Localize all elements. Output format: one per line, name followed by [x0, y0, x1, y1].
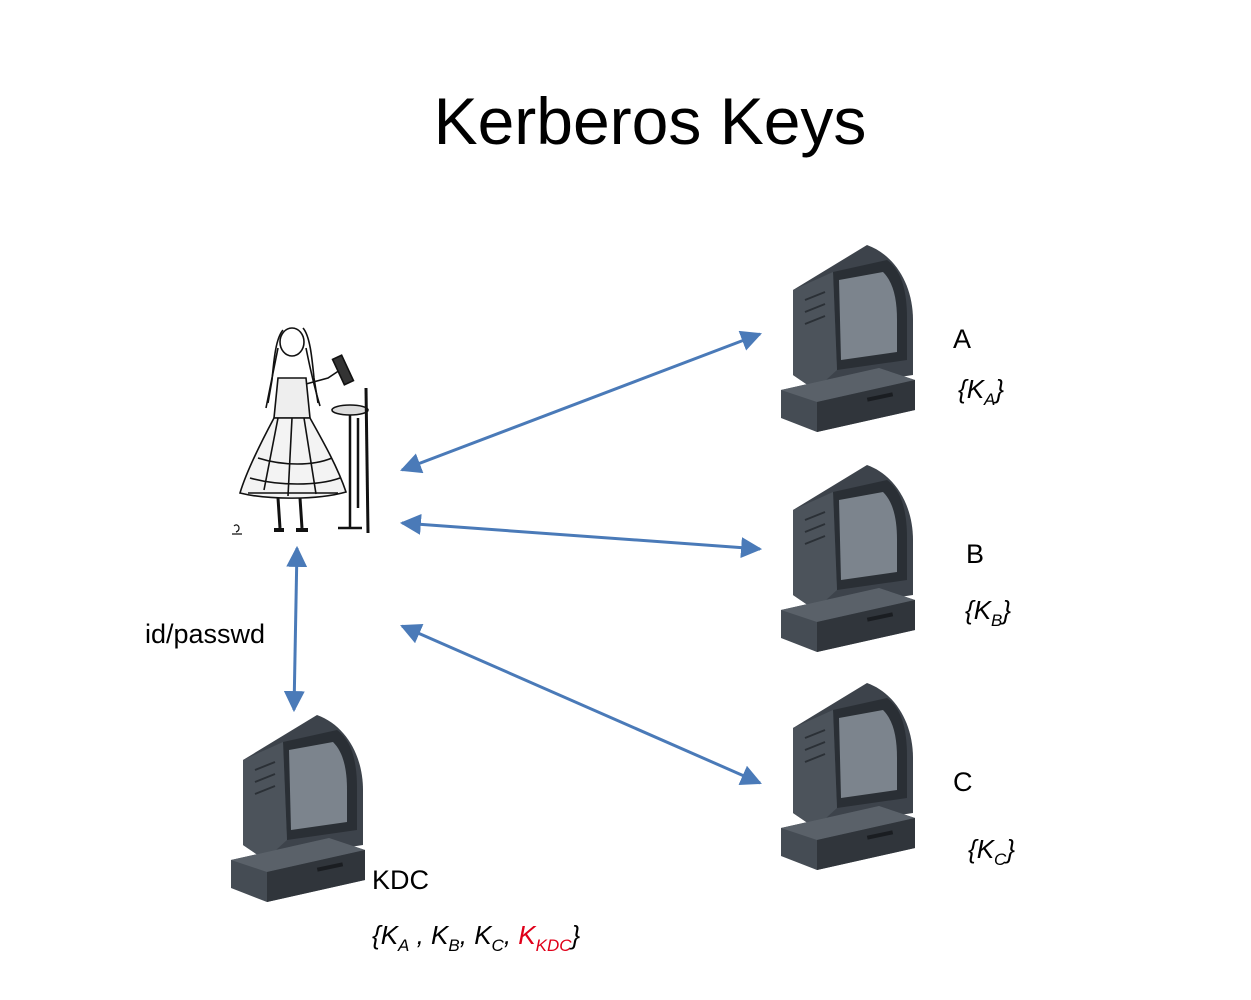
node-a-label: A — [953, 324, 972, 354]
kdc-key-4: K — [518, 920, 536, 950]
node-kdc-label: KDC — [372, 865, 430, 895]
kdc-sep-2: , — [459, 920, 475, 950]
alice-illustration-icon — [232, 327, 370, 535]
kdc-key-2: K — [431, 920, 449, 950]
node-c-key-close: } — [1006, 834, 1015, 864]
kdc-key-1-sub: A — [398, 936, 410, 955]
kdc-key-1: K — [380, 920, 399, 950]
node-b-label: B — [966, 539, 985, 569]
arrow-user-b — [399, 513, 763, 559]
kdc-key-2-sub: B — [448, 936, 460, 955]
node-a-key-close: } — [995, 374, 1005, 404]
node-c-label: C — [953, 767, 973, 797]
computer-b-icon — [781, 465, 915, 652]
arrow-user-a — [400, 330, 762, 474]
node-b-key: {KB} — [965, 597, 1011, 629]
kdc-sep-3: , — [503, 920, 519, 950]
node-c-key-k: K — [976, 834, 995, 864]
computer-kdc-icon — [231, 715, 365, 902]
computer-c-icon — [781, 683, 915, 870]
kdc-keys-open: { — [372, 920, 381, 950]
kdc-sep-1: , — [409, 920, 432, 950]
node-c-key: {KC} — [968, 836, 1015, 868]
computer-a-icon — [781, 245, 915, 432]
node-b-key-close: } — [1002, 595, 1012, 625]
kdc-keys-close: } — [571, 920, 581, 950]
edge-label-id-passwd: id/passwd — [145, 619, 266, 649]
node-a-key-sub: A — [984, 390, 996, 409]
node-b-key-k: K — [973, 595, 992, 625]
arrow-user-kdc — [283, 545, 308, 713]
node-kdc-keys: {KA , KB, KC, KKDC} — [372, 922, 580, 954]
node-b-key-sub: B — [991, 611, 1003, 630]
node-a-key: {KA} — [958, 376, 1004, 408]
node-a-key-k: K — [966, 374, 985, 404]
arrow-user-c — [400, 623, 762, 786]
node-b-key-open: { — [965, 595, 974, 625]
node-c-key-sub: C — [994, 850, 1007, 869]
page-title: Kerberos Keys — [433, 84, 867, 158]
node-a-key-open: { — [958, 374, 967, 404]
node-c-key-open: { — [968, 834, 977, 864]
kdc-key-4-sub: KDC — [535, 936, 572, 955]
kdc-key-3: K — [474, 920, 492, 950]
kdc-key-3-sub: C — [491, 936, 504, 955]
